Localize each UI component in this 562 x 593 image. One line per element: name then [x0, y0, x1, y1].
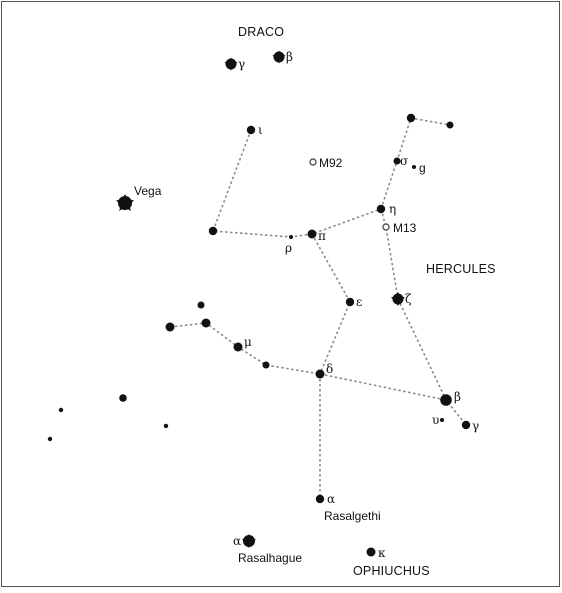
label-alpha-ophiuchus: α: [233, 534, 241, 548]
star-sigma: [393, 157, 401, 165]
star-edge-left: [208, 226, 218, 236]
star-beta: [440, 394, 452, 406]
star-eta: [376, 204, 386, 214]
label-m92: M92: [319, 156, 343, 170]
label-g: g: [419, 161, 426, 175]
star-arm-upper: [197, 301, 205, 309]
label-ophiuchus: OPHIUCHUS: [353, 564, 430, 578]
label-sigma: σ: [400, 154, 408, 168]
star-field-2: [58, 407, 64, 413]
label-gamma: γ: [472, 419, 479, 433]
line-top-keystone: [380, 117, 451, 210]
label-eta: η: [389, 202, 396, 216]
star-arm-left: [165, 322, 175, 332]
line-delta-beta: [319, 373, 447, 401]
star-pi: [307, 229, 317, 239]
cluster-m92: [309, 158, 317, 166]
cluster-m13: [382, 223, 390, 231]
star-field-4: [47, 436, 53, 442]
label-rasalgethi: Rasalgethi: [324, 509, 381, 523]
label-draco-gamma: γ: [238, 57, 245, 71]
star-top-far-right: [446, 121, 454, 129]
label-kappa: κ: [378, 546, 386, 560]
star-field-3: [163, 423, 169, 429]
star-upsilon: [440, 418, 444, 422]
line-eta-zeta: [380, 208, 399, 300]
label-zeta: ζ: [405, 292, 412, 306]
star-gamma: [461, 420, 471, 430]
label-rho: ρ: [285, 241, 292, 255]
label-pi: π: [318, 229, 326, 243]
star-rasalhague-spikes: [242, 534, 256, 548]
label-hercules: HERCULES: [426, 262, 496, 276]
stars: [47, 50, 471, 557]
star-top-right: [406, 113, 416, 123]
star-g: [412, 165, 416, 169]
star-draco-beta-spikes: [272, 50, 286, 64]
label-alpha-hercules: α: [327, 492, 335, 506]
star-zeta-spikes: [391, 292, 405, 306]
star-rasalgethi: [315, 494, 325, 504]
label-delta: δ: [326, 362, 333, 376]
label-iota: ι: [258, 123, 263, 137]
label-vega: Vega: [134, 184, 162, 198]
star-arm-mid: [201, 318, 211, 328]
label-rasalhague: Rasalhague: [238, 551, 302, 565]
label-draco: DRACO: [238, 25, 284, 39]
star-mu: [233, 342, 243, 352]
label-upsilon: υ: [432, 413, 439, 427]
label-epsilon: ε: [356, 295, 362, 309]
star-rho: [289, 235, 293, 239]
star-vega-spikes: [116, 194, 134, 211]
label-draco-beta: β: [286, 50, 293, 64]
star-kappa: [366, 547, 376, 557]
label-beta: β: [454, 390, 461, 404]
star-arm-inner: [262, 361, 270, 369]
star-draco-gamma-spikes: [224, 57, 238, 71]
star-iota: [246, 125, 256, 135]
star-epsilon: [345, 297, 355, 307]
line-pi-delta: [311, 233, 351, 375]
star-field-1: [119, 394, 127, 402]
label-mu: μ: [244, 335, 252, 349]
label-m13: M13: [393, 221, 417, 235]
star-delta: [315, 369, 325, 379]
